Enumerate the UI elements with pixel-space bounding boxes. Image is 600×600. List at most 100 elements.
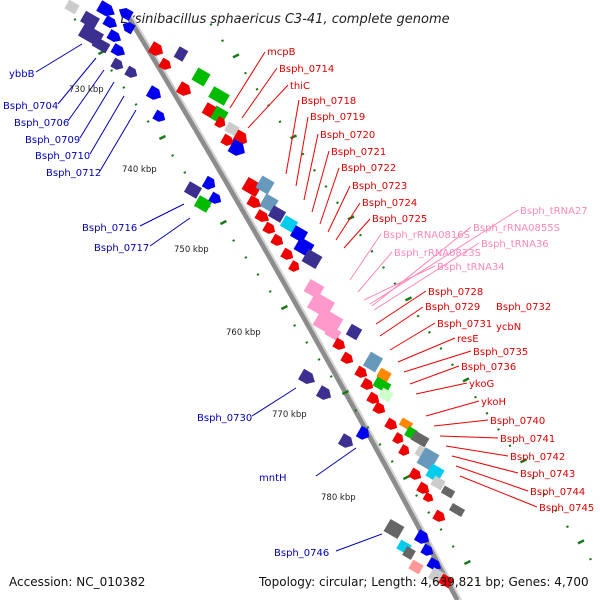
gene-label: Bsph_0729	[425, 302, 480, 313]
leader-line	[315, 447, 357, 477]
tick-mark	[73, 18, 77, 21]
kbp-tick-label: 730 kbp	[69, 85, 104, 95]
leader-line	[371, 226, 472, 307]
gene-label: Bsph_0728	[428, 287, 483, 298]
tick-mark	[427, 511, 431, 514]
gene-label: Bsph_0706	[14, 118, 69, 129]
leader-line	[357, 251, 393, 293]
gene-feature	[208, 191, 222, 204]
leader-line	[285, 99, 300, 175]
leader-line	[379, 306, 424, 337]
leader-line	[303, 133, 319, 201]
tick-mark	[256, 273, 260, 276]
kbp-tick-label: 750 kbp	[174, 245, 209, 255]
leader-line	[409, 365, 460, 385]
tick-mark	[378, 443, 382, 446]
gene-label: mcpB	[267, 47, 296, 58]
gene-label: Bsph_0732	[496, 302, 551, 313]
gene-feature	[432, 509, 446, 522]
leader-line	[349, 233, 382, 281]
gene-label: mntH	[259, 473, 287, 484]
gene-feature	[355, 425, 370, 440]
gene-label: Bsph_0709	[25, 135, 80, 146]
gene-feature	[315, 385, 332, 400]
leader-line	[425, 400, 480, 417]
leader-line	[445, 445, 509, 457]
gene-label: Bsph_0714	[279, 64, 334, 75]
gene-label: Bsph_0718	[301, 96, 356, 107]
gene-label: Bsph_0746	[274, 548, 329, 559]
leader-line	[433, 419, 489, 427]
gene-feature	[416, 481, 430, 494]
reverse-gene-labels: mcpB Bsph_0714 thiC Bsph_0718 Bsph_0719 …	[267, 47, 594, 514]
tick-mark	[232, 239, 236, 242]
tick-mark	[543, 492, 546, 496]
leader-line	[319, 167, 340, 225]
tick-mark	[451, 363, 454, 367]
gene-feature	[345, 323, 363, 341]
gene-feature	[398, 444, 410, 456]
gene-feature	[152, 109, 166, 122]
tick-mark	[416, 314, 420, 318]
gene-label: Bsph_0731	[437, 319, 492, 330]
gene-label: Bsph_0719	[310, 112, 365, 123]
tick-mark	[531, 476, 535, 480]
gene-feature	[201, 175, 216, 190]
gene-label: resE	[457, 334, 479, 345]
gene-feature	[262, 221, 276, 234]
gene-label: ycbN	[496, 322, 521, 333]
gene-feature	[426, 557, 442, 571]
gene-label: Bsph_0741	[500, 434, 555, 445]
gene-label: thiC	[290, 81, 310, 92]
gene-feature	[122, 22, 136, 35]
rna-label: Bsph_tRNA36	[481, 239, 549, 250]
gene-feature	[147, 41, 164, 56]
gene-feature	[158, 57, 172, 70]
gene-feature	[246, 195, 262, 209]
gene-feature	[337, 433, 354, 448]
gene-feature	[448, 503, 466, 517]
gene-label: Bsph_0725	[372, 214, 427, 225]
tick-mark	[313, 168, 316, 172]
tick-mark	[370, 249, 374, 253]
topology-text: Topology: circular; Length: 4,639,821 bp…	[259, 575, 589, 589]
leader-line	[89, 95, 125, 155]
gene-label: Bsph_0745	[539, 503, 594, 514]
accession-text: Accession: NC_010382	[9, 575, 146, 589]
gene-feature	[289, 225, 309, 243]
gene-feature	[102, 15, 118, 29]
leader-line	[363, 265, 436, 301]
tick-mark	[289, 134, 298, 140]
tick-mark	[158, 134, 166, 141]
gene-feature	[280, 247, 294, 260]
gene-feature	[208, 86, 230, 106]
leader-line	[57, 57, 97, 105]
tick-mark	[221, 39, 224, 43]
gene-feature	[145, 85, 162, 100]
gene-label: Bsph_0720	[320, 130, 375, 141]
gene-feature	[301, 248, 323, 270]
gene-feature	[91, 36, 111, 54]
tick-mark	[244, 71, 247, 75]
gene-feature	[201, 102, 217, 118]
tick-mark	[439, 528, 443, 531]
tick-mark	[255, 87, 259, 91]
gene-feature	[80, 10, 100, 30]
leader-line	[403, 350, 472, 373]
gene-label: Bsph_0743	[520, 469, 575, 480]
tick-mark	[485, 411, 489, 415]
gene-feature	[227, 138, 245, 156]
gene-feature	[110, 43, 126, 57]
leader-line	[335, 202, 361, 241]
gene-feature	[366, 391, 380, 404]
gene-feature	[214, 116, 226, 128]
leader-line	[149, 217, 191, 247]
tick-mark	[404, 296, 413, 302]
tick-mark	[232, 53, 240, 59]
gene-feature	[324, 325, 342, 341]
gene-feature	[124, 65, 138, 78]
kbp-tick-label: 740 kbp	[122, 165, 157, 175]
leader-line	[311, 150, 330, 213]
gene-label: Bsph_0735	[473, 347, 528, 358]
gene-features	[64, 0, 466, 589]
